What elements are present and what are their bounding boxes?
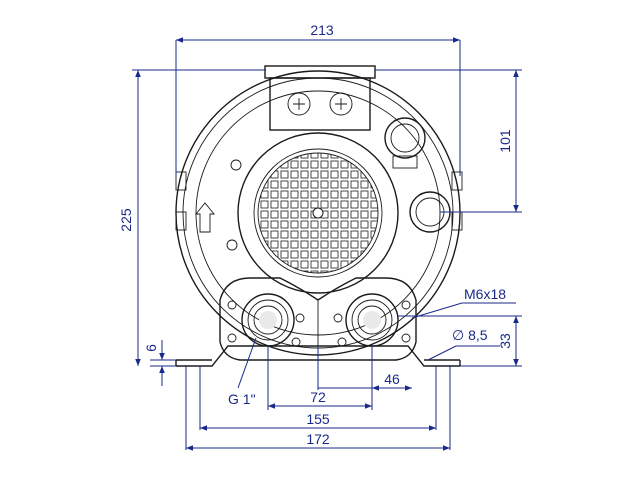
dim-label-72: 72 [310,389,326,405]
dim-label-33: 33 [497,333,513,349]
dim-port-spacing: 72 [268,389,372,409]
dim-label-6: 6 [143,344,159,352]
callout-thread: M6x18 [411,286,516,319]
dim-base-thickness: 6 [143,340,176,386]
dim-label-101: 101 [497,129,513,153]
callout-hole-diameter: ∅ 8,5 [427,327,500,361]
callout-port-thread: G 1" [228,337,257,407]
callout-hole-label: ∅ 8,5 [452,327,488,343]
callout-port-label: G 1" [228,391,256,407]
dim-label-172: 172 [306,431,330,447]
dim-hole-spacing: 155 [200,411,436,431]
dim-base-width: 172 [186,431,450,451]
dim-label-155: 155 [306,411,330,427]
dim-label-46: 46 [384,371,400,387]
cable-gland-upper [384,117,426,169]
terminal-box [264,65,376,131]
rotation-arrow-icon [195,202,215,233]
callouts: M6x18 ∅ 8,5 G 1" [228,286,516,407]
dim-top-to-flange: 101 [375,69,522,213]
dim-overall-width: 213 [175,22,461,176]
dim-label-225: 225 [118,208,134,232]
dim-label-213: 213 [310,22,334,38]
callout-thread-label: M6x18 [464,286,506,302]
port-left [227,293,305,347]
dim-port-offset: 46 [318,371,412,391]
motor-fan-cover [226,132,399,294]
dimensions: 213 225 6 101 33 [118,22,522,451]
port-right [333,293,411,347]
dim-overall-height: 225 [118,69,266,366]
blower-body [175,65,463,367]
